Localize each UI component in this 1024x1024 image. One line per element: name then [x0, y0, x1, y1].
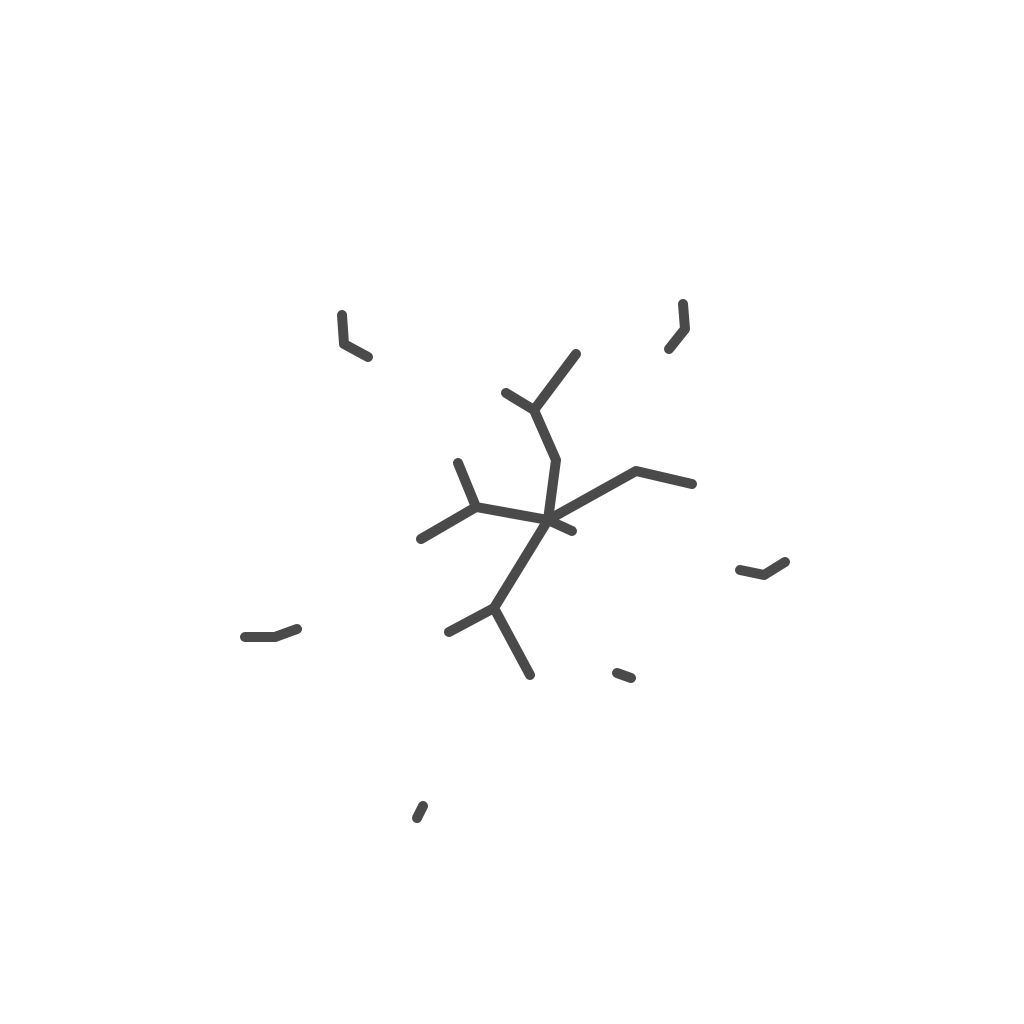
branch-upper-twig	[501, 388, 539, 415]
branch-left-twig	[416, 502, 481, 544]
fragment-top-right	[664, 299, 690, 354]
branch-lower	[489, 515, 553, 680]
scattered-fragments	[240, 299, 790, 823]
fragment-bottom	[412, 801, 428, 823]
fragment-top-left	[337, 310, 373, 362]
branch-upper	[529, 349, 581, 525]
branch-right	[543, 466, 697, 525]
central-branch-figure	[416, 349, 697, 680]
branch-lower-twig	[444, 603, 499, 637]
fragment-lower-right	[612, 668, 636, 683]
fragment-left	[240, 624, 302, 642]
fragment-right	[735, 557, 790, 580]
